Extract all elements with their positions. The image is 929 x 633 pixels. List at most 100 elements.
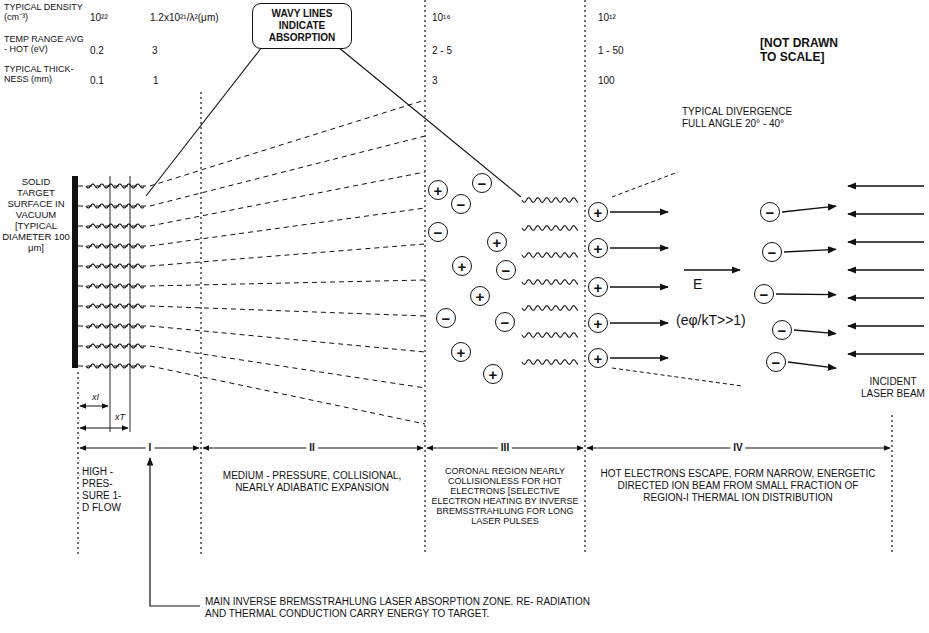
absorption-wave — [86, 324, 144, 328]
thickness-value: 0.1 — [90, 75, 104, 87]
callout-text: WAVY LINES INDICATE ABSORPTION — [260, 8, 344, 44]
dimension-arrow — [80, 428, 128, 429]
target-label: SOLID TARGET SURFACE IN VACUUM [TYPICAL … — [2, 176, 70, 253]
callout-line — [338, 47, 521, 197]
charge-sign: + — [594, 280, 603, 295]
region-span-arrow — [80, 448, 199, 449]
ion-circle: + — [451, 342, 471, 362]
expansion-flow-line — [78, 100, 425, 186]
charge-sign: + — [434, 183, 443, 198]
absorption-wave — [86, 204, 144, 208]
field-arrow — [684, 269, 740, 270]
ion-circle: + — [588, 277, 608, 297]
electron-circle: − — [496, 260, 516, 280]
electron-circle: − — [772, 320, 792, 340]
ion-circle: + — [428, 180, 448, 200]
laser-beam-arrow — [848, 213, 924, 214]
ion-circle: + — [588, 348, 608, 368]
zone-boundary-line — [110, 176, 111, 432]
solid-target — [72, 176, 78, 368]
ion-circle: + — [588, 202, 608, 222]
dimension-arrow — [80, 406, 108, 407]
hot-electron-arrow — [784, 249, 836, 252]
thickness-value: 100 — [598, 75, 615, 87]
ion-circle: + — [483, 364, 503, 384]
region-description: MEDIUM - PRESSURE, COLLISIONAL, NEARLY A… — [217, 470, 407, 494]
temperature-value: 1 - 50 — [598, 45, 624, 57]
electron-circle: − — [762, 242, 782, 262]
divergence-note: TYPICAL DIVERGENCE FULL ANGLE 20° - 40° — [682, 106, 807, 130]
electron-circle: − — [436, 308, 456, 328]
callout-line — [146, 47, 262, 196]
absorption-wave — [86, 224, 144, 228]
electron-circle: − — [472, 173, 492, 193]
charge-sign: + — [458, 259, 467, 274]
charge-sign: − — [768, 245, 777, 260]
row-heading: TYPICAL THICK- NESS (mm) — [4, 64, 88, 84]
laser-beam-arrow — [848, 269, 924, 270]
region-description: HOT ELECTRONS ESCAPE, FORM NARROW, ENERG… — [598, 468, 878, 504]
charge-sign: − — [766, 205, 775, 220]
laser-beam-arrow — [848, 241, 924, 242]
ion-beam-arrow — [610, 286, 668, 287]
absorption-wave — [522, 333, 578, 338]
charge-sign: + — [493, 235, 502, 250]
density-value: 1.2x10²¹/λ²(μm) — [150, 12, 219, 24]
density-value: 10¹² — [598, 12, 616, 24]
charge-sign: − — [434, 225, 443, 240]
absorption-wave — [86, 244, 144, 248]
charge-sign: + — [476, 289, 485, 304]
electron-circle: − — [428, 222, 448, 242]
dimension-label: xT — [112, 412, 128, 422]
hot-electron-arrow — [788, 362, 836, 368]
absorption-wave — [522, 360, 578, 365]
charge-sign: − — [442, 311, 451, 326]
absorption-wave — [86, 304, 144, 308]
hot-electron-arrow — [782, 206, 836, 212]
hot-electron-arrow — [776, 293, 836, 295]
charge-sign: + — [594, 351, 603, 366]
absorption-wave — [86, 344, 144, 348]
laser-beam-arrow — [848, 297, 924, 298]
charge-sign: + — [594, 316, 603, 331]
row-heading: TYPICAL DENSITY (cm⁻³) — [4, 2, 88, 22]
temperature-value: 2 - 5 — [432, 45, 452, 57]
ion-beam-arrow — [610, 211, 668, 212]
charge-sign: − — [478, 176, 487, 191]
absorption-wave — [86, 284, 144, 288]
absorption-wave — [86, 364, 144, 368]
region-boundary — [200, 92, 201, 555]
charge-sign: − — [502, 263, 511, 278]
ion-circle: + — [470, 286, 490, 306]
electron-circle: − — [760, 202, 780, 222]
region-description: HIGH - PRES- SURE 1-D FLOW — [82, 466, 128, 514]
ion-beam-arrow — [610, 357, 668, 358]
charge-sign: − — [457, 197, 466, 212]
region-description: CORONAL REGION NEARLY COLLISIONLESS FOR … — [429, 466, 581, 526]
charge-sign: + — [457, 345, 466, 360]
divergence-line — [612, 172, 678, 197]
density-value: 10¹⁶ — [432, 12, 451, 24]
charge-sign: + — [594, 241, 603, 256]
divergence-line — [612, 368, 742, 386]
absorption-wave — [522, 226, 578, 231]
region-boundary — [424, 0, 425, 555]
thickness-value: 3 — [432, 75, 438, 87]
ion-beam-arrow — [610, 322, 668, 323]
temperature-value: 0.2 — [90, 45, 104, 57]
absorption-wave — [522, 198, 578, 203]
absorption-wave — [522, 253, 578, 258]
charge-sign: − — [760, 287, 769, 302]
zone-boundary-line — [130, 176, 131, 432]
electron-circle: − — [495, 312, 515, 332]
callout-box: WAVY LINES INDICATE ABSORPTION — [252, 3, 352, 49]
absorption-wave — [522, 280, 578, 285]
electron-circle: − — [451, 194, 471, 214]
region-boundary — [584, 0, 585, 555]
region-number: I — [146, 442, 155, 454]
laser-beam-arrow — [848, 353, 924, 354]
pointer-arrow — [150, 458, 200, 606]
ion-circle: + — [588, 238, 608, 258]
laser-beam-arrow — [848, 185, 924, 186]
laser-beam-arrow — [848, 325, 924, 326]
